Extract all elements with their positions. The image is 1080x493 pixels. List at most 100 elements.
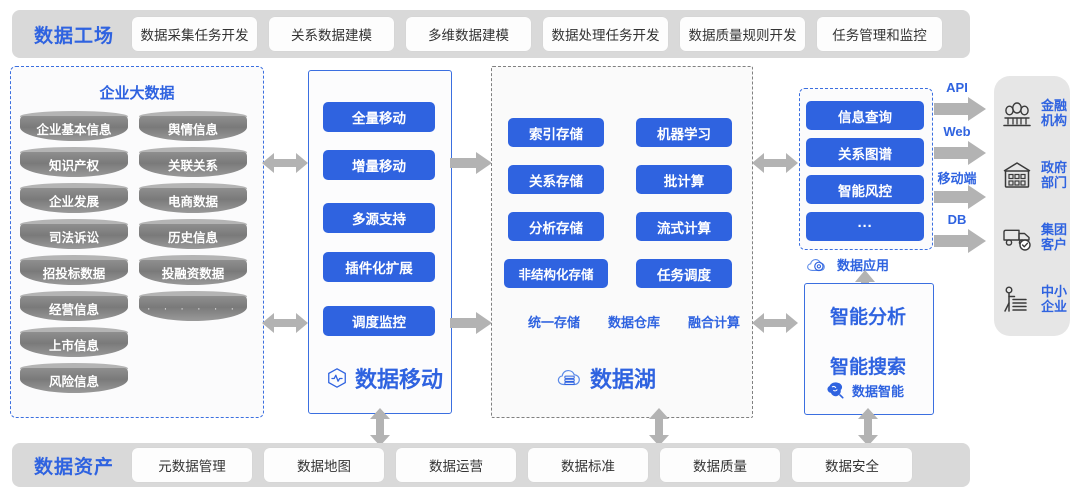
channel-arrow-api — [934, 96, 986, 122]
cylinder-label: 历史信息 — [167, 231, 218, 245]
bottom-chip-1[interactable]: 数据地图 — [264, 448, 385, 482]
data-application-caption-label: 数据应用 — [837, 258, 890, 273]
arrow-lake-assets — [646, 408, 672, 446]
customer-item-3[interactable]: 中小 企业 — [1000, 282, 1067, 316]
data-movement-item-2[interactable]: 多源支持 — [323, 203, 435, 233]
channel-arrow-mobile — [934, 184, 986, 210]
arrow-bigdata-movement-bottom — [262, 310, 308, 336]
bottom-chip-5[interactable]: 数据安全 — [792, 448, 913, 482]
bottom-band-title: 数据资产 — [34, 456, 115, 478]
bigdata-cylinder-2: 企业发展 — [20, 183, 128, 217]
cylinder-body: 企业基本信息 — [20, 116, 128, 141]
bigdata-cylinder-13: · · · · · · — [139, 291, 247, 325]
customer-label-1: 政府 部门 — [1041, 160, 1067, 190]
cylinder-label: 知识产权 — [48, 159, 99, 173]
cylinder-label: 上市信息 — [48, 339, 99, 353]
bigdata-cylinder-8: 舆情信息 — [139, 111, 247, 145]
arrow-bigdata-movement-top — [262, 150, 308, 176]
data-lake-tag-1: 数据仓库 — [608, 315, 661, 330]
cylinder-label: 司法诉讼 — [48, 231, 99, 245]
customer-item-0[interactable]: 金融 机构 — [1000, 96, 1067, 130]
bottom-chip-2[interactable]: 数据运营 — [396, 448, 517, 482]
data-movement-item-4[interactable]: 调度监控 — [323, 306, 435, 336]
data-lake-storage-3[interactable]: 非结构化存储 — [504, 259, 608, 288]
channel-arrow-db — [934, 228, 986, 254]
customer-label-2-line1: 集团 — [1041, 222, 1068, 237]
top-band-title: 数据工场 — [34, 25, 115, 47]
data-lake-compute-2[interactable]: 流式计算 — [636, 212, 732, 241]
bigdata-cylinder-0: 企业基本信息 — [20, 111, 128, 145]
cylinder-label: 电商数据 — [167, 195, 218, 209]
bank-people-icon — [1000, 96, 1034, 130]
data-lake-compute-0[interactable]: 机器学习 — [636, 118, 732, 147]
cylinder-label: 风险信息 — [48, 375, 99, 389]
cylinder-body: 上市信息 — [20, 332, 128, 357]
arrow-movement-lake-top — [450, 150, 492, 176]
data-lake-tag-0: 统一存储 — [528, 315, 581, 330]
data-application-item-2[interactable]: 智能风控 — [806, 175, 924, 204]
channel-label-web: Web — [943, 124, 971, 139]
arrow-lake-apps-top — [752, 150, 798, 176]
bigdata-cylinder-10: 电商数据 — [139, 183, 247, 217]
customer-rail — [994, 76, 1070, 336]
top-chip-5[interactable]: 任务管理和监控 — [817, 17, 943, 51]
data-intelligence-caption: 数据智能 — [825, 380, 904, 400]
arrow-movement-assets — [367, 408, 393, 446]
data-lake-compute-3[interactable]: 任务调度 — [636, 259, 732, 288]
top-chip-0[interactable]: 数据采集任务开发 — [132, 17, 258, 51]
bottom-band-data-assets: 数据资产 元数据管理 数据地图 数据运营 数据标准 数据质量 数据安全 — [12, 443, 970, 487]
arrow-intelligence-assets — [855, 408, 881, 446]
cylinder-label: 企业发展 — [48, 195, 99, 209]
data-intelligence-caption-label: 数据智能 — [852, 383, 905, 399]
enterprise-bigdata-heading: 企业大数据 — [99, 85, 175, 102]
cylinder-label: 招投标数据 — [42, 267, 106, 281]
bottom-chip-4[interactable]: 数据质量 — [660, 448, 781, 482]
cylinder-label: 舆情信息 — [167, 123, 218, 137]
cylinder-body: 电商数据 — [139, 188, 247, 213]
top-chip-1[interactable]: 关系数据建模 — [269, 17, 395, 51]
brain-icon — [825, 380, 845, 400]
customer-label-1-line2: 部门 — [1041, 175, 1068, 190]
top-chip-4[interactable]: 数据质量规则开发 — [680, 17, 806, 51]
customer-item-1[interactable]: 政府 部门 — [1000, 158, 1067, 192]
bigdata-cylinder-5: 经营信息 — [20, 291, 128, 325]
cylinder-body: 司法诉讼 — [20, 224, 128, 249]
customer-label-0: 金融 机构 — [1041, 98, 1067, 128]
bottom-chip-3[interactable]: 数据标准 — [528, 448, 649, 482]
data-movement-caption: 数据移动 — [326, 362, 443, 394]
customer-item-2[interactable]: 集团 客户 — [1000, 220, 1067, 254]
channel-arrow-web — [934, 140, 986, 166]
customer-label-1-line1: 政府 — [1041, 160, 1068, 175]
customer-label-3: 中小 企业 — [1041, 284, 1067, 314]
cylinder-label: 投融资数据 — [161, 267, 225, 281]
data-movement-item-1[interactable]: 增量移动 — [323, 150, 435, 180]
top-chip-2[interactable]: 多维数据建模 — [406, 17, 532, 51]
customer-label-2: 集团 客户 — [1041, 222, 1067, 252]
data-lake-caption: 数据湖 — [557, 362, 656, 394]
data-application-item-1[interactable]: 关系图谱 — [806, 138, 924, 167]
data-movement-item-0[interactable]: 全量移动 — [323, 102, 435, 132]
cylinder-body: 风险信息 — [20, 368, 128, 393]
data-lake-tags: 统一存储 数据仓库 融合计算 — [528, 312, 740, 331]
intelligence-line-1: 智能搜索 — [829, 357, 906, 378]
cloud-gear-icon — [806, 256, 830, 274]
customer-label-0-line1: 金融 — [1041, 98, 1068, 113]
data-lake-compute-1[interactable]: 批计算 — [636, 165, 732, 194]
data-application-item-3[interactable]: ··· — [806, 212, 924, 241]
top-band-data-factory: 数据工场 数据采集任务开发 关系数据建模 多维数据建模 数据处理任务开发 数据质… — [12, 10, 970, 58]
top-chip-3[interactable]: 数据处理任务开发 — [543, 17, 669, 51]
data-lake-storage-1[interactable]: 关系存储 — [508, 165, 604, 194]
data-application-item-0[interactable]: 信息查询 — [806, 101, 924, 130]
data-movement-item-3[interactable]: 插件化扩展 — [323, 252, 435, 282]
bottom-chip-0[interactable]: 元数据管理 — [132, 448, 253, 482]
data-lake-storage-0[interactable]: 索引存储 — [508, 118, 604, 147]
customer-label-2-line2: 客户 — [1041, 237, 1068, 252]
cloud-server-icon — [557, 366, 583, 390]
data-lake-storage-2[interactable]: 分析存储 — [508, 212, 604, 241]
channel-label-db: DB — [947, 212, 967, 227]
bigdata-cylinder-4: 招投标数据 — [20, 255, 128, 289]
cylinder-body: 招投标数据 — [20, 260, 128, 285]
data-lake-caption-label: 数据湖 — [590, 367, 657, 392]
cylinder-body: 投融资数据 — [139, 260, 247, 285]
customer-label-3-line2: 企业 — [1041, 299, 1068, 314]
